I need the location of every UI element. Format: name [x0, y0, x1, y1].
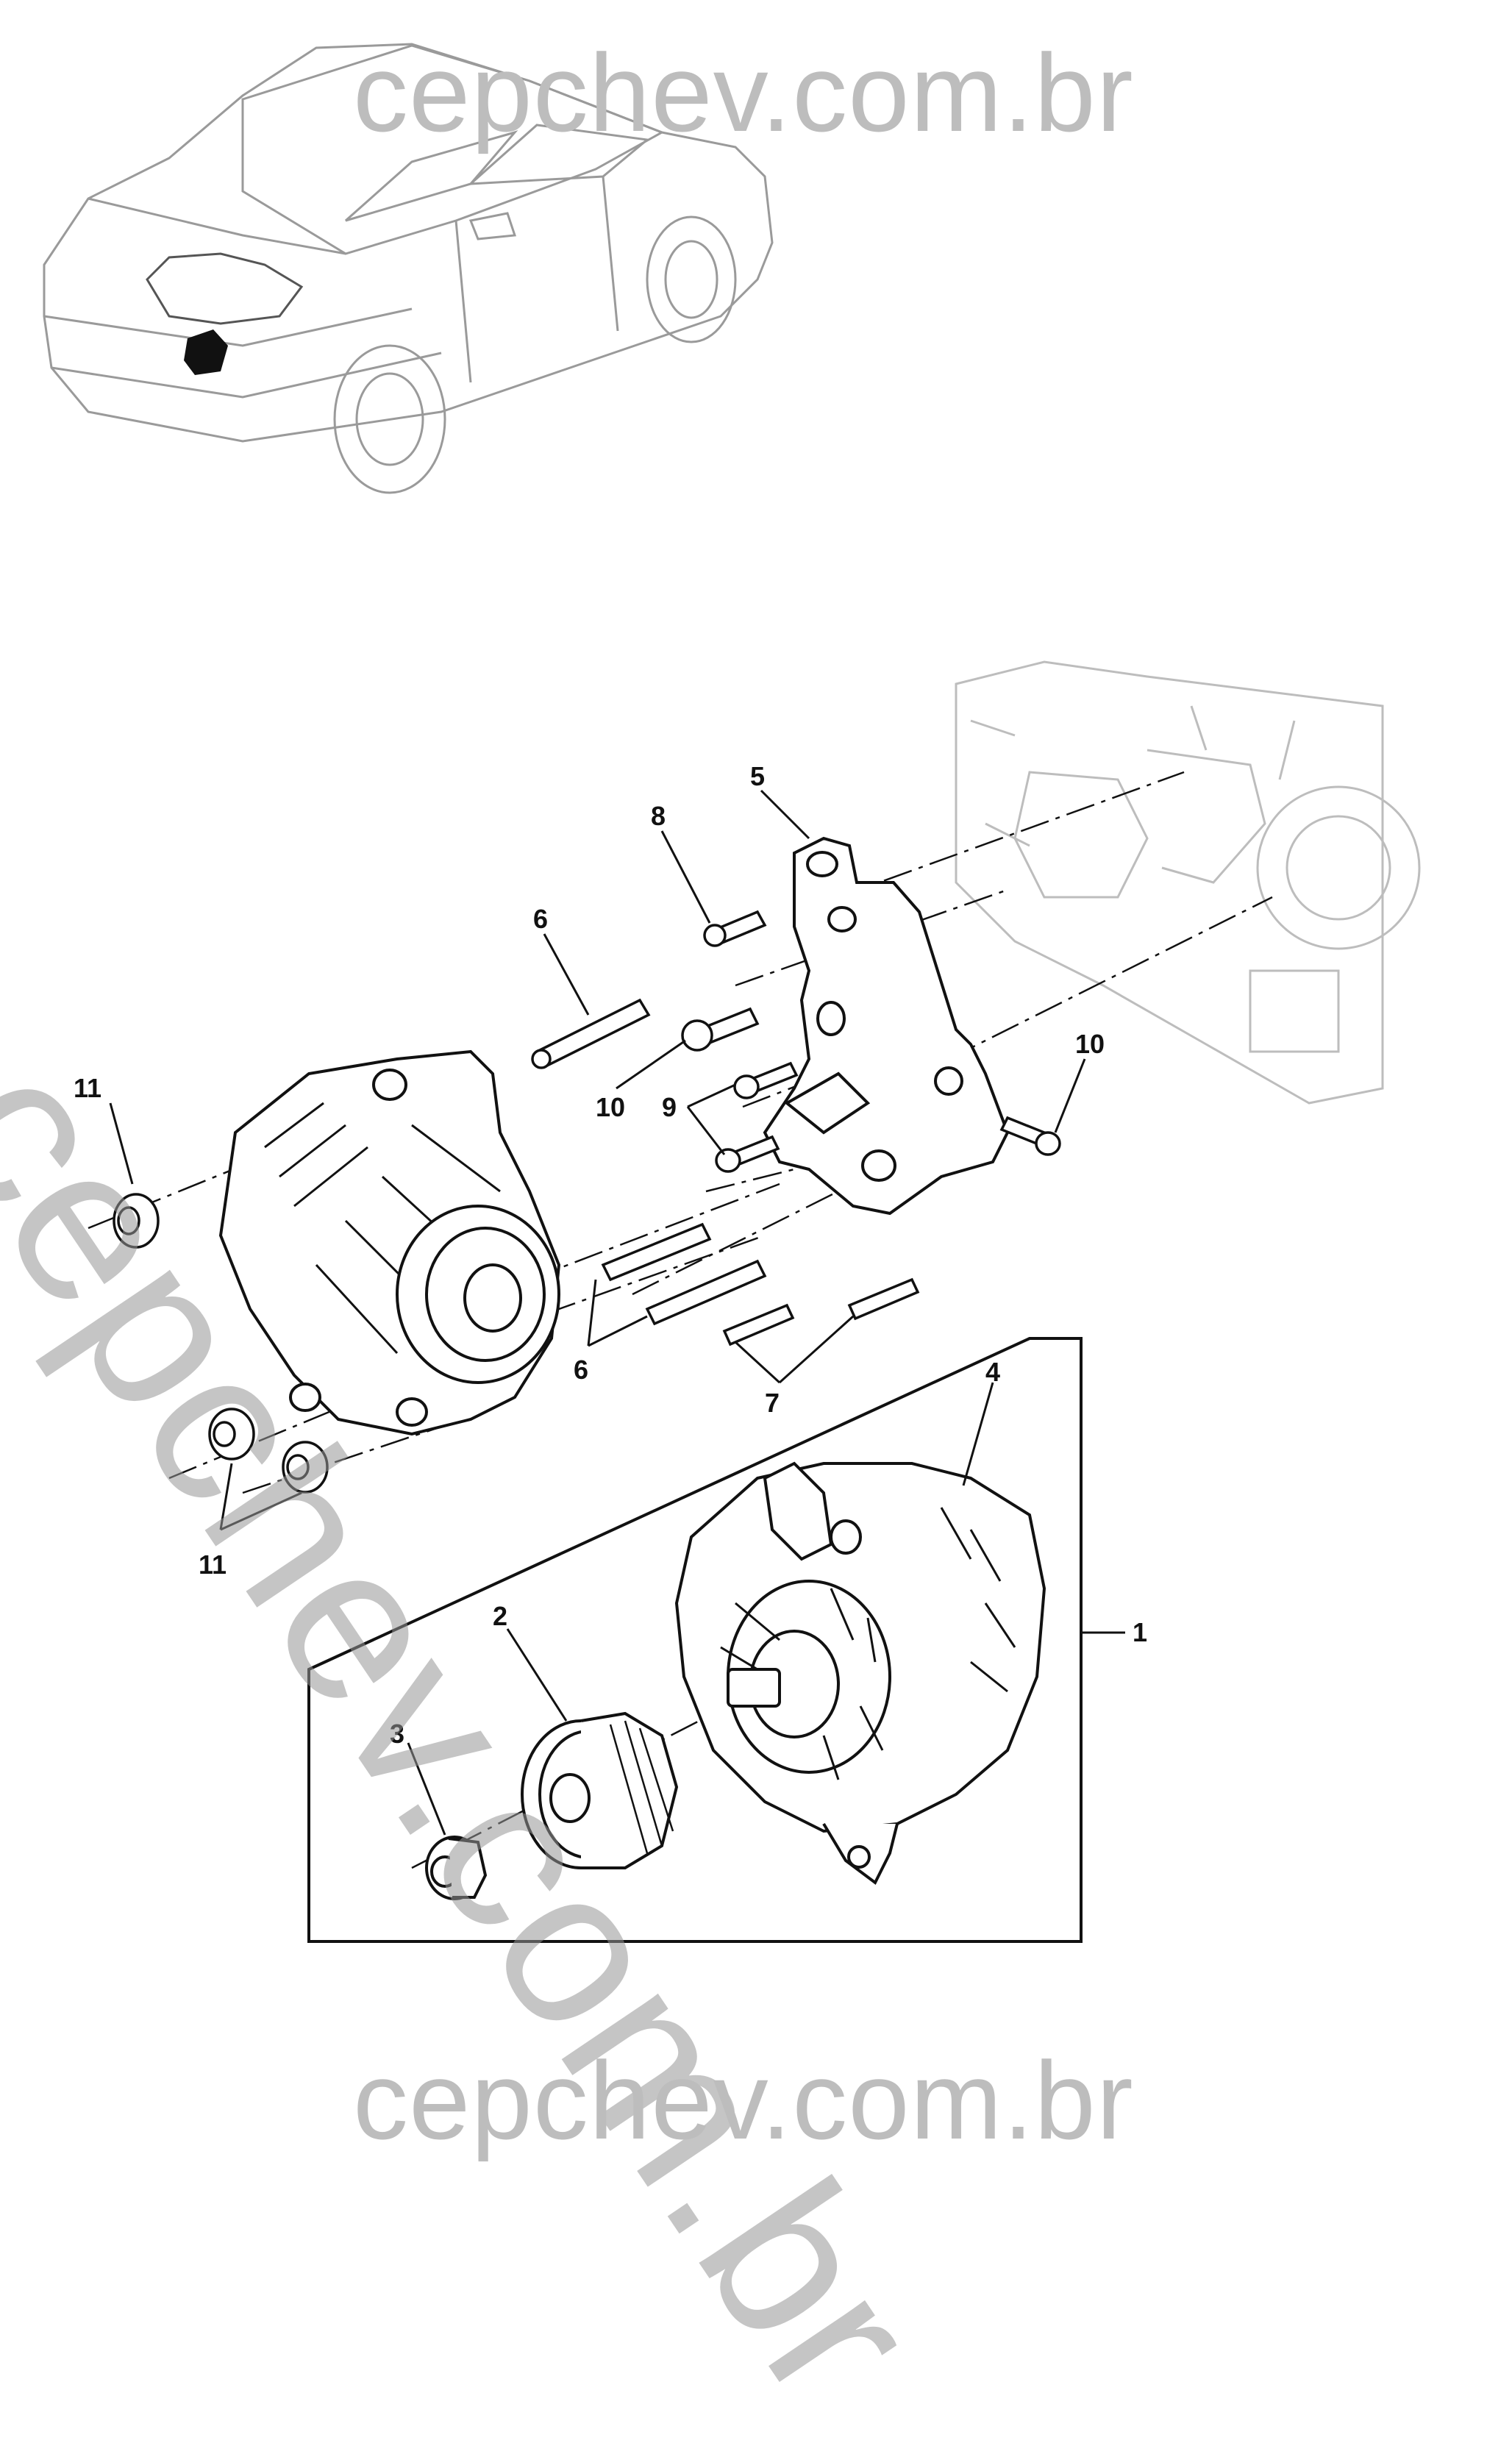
callout-7: 7	[765, 1388, 780, 1418]
alternator-installed-view	[218, 1049, 561, 1436]
bolt-8	[703, 910, 767, 947]
vehicle-locator-illustration	[43, 43, 774, 494]
callout-10-right: 10	[1075, 1029, 1105, 1059]
nut-11-upper	[113, 1193, 160, 1249]
alternator-pulley	[521, 1711, 679, 1869]
callout-labels: 1 2 3 4 5 6 6 7 8 9 10 10 11 11	[74, 761, 1147, 1749]
pulley-nut	[425, 1836, 488, 1900]
nut-11-lower-a	[208, 1408, 255, 1461]
stud-6-lower-b	[645, 1259, 767, 1326]
callout-2: 2	[493, 1601, 507, 1631]
callout-6-upper: 6	[533, 904, 548, 934]
watermark-bottom: cepchev.com.br	[353, 2039, 1134, 2162]
alternator-location-marker	[184, 329, 228, 375]
bolt-9-lower	[715, 1135, 780, 1173]
stud-7-b	[847, 1277, 920, 1321]
alternator-assembly	[674, 1461, 1046, 1886]
bolt-9-upper	[733, 1061, 799, 1099]
callout-8: 8	[651, 801, 666, 831]
leader-lines	[109, 789, 1125, 1836]
callout-5: 5	[750, 761, 765, 791]
fasteners	[113, 910, 1061, 1494]
watermark-top: cepchev.com.br	[353, 31, 1134, 154]
callout-4: 4	[985, 1357, 1000, 1387]
bolt-10-right	[999, 1116, 1061, 1156]
bolt-10-left	[681, 1007, 760, 1052]
callout-11-lower: 11	[199, 1549, 227, 1580]
callout-6-lower: 6	[574, 1355, 588, 1385]
callout-3: 3	[390, 1719, 404, 1749]
callout-9: 9	[662, 1092, 677, 1122]
stud-7-a	[722, 1303, 795, 1347]
callout-10-left: 10	[596, 1092, 625, 1122]
engine-block-illustration	[955, 660, 1421, 1105]
stud-6-lower-a	[601, 1222, 712, 1282]
nut-11-lower-b	[282, 1441, 329, 1494]
callout-11-upper: 11	[74, 1073, 101, 1103]
stud-6-upper	[531, 998, 651, 1069]
alternator-exploded-diagram: 1 2 3 4 5 6 6 7 8 9 10 10 11 11	[43, 43, 1421, 1943]
assembly-kit-outline	[307, 1337, 1083, 1943]
callout-1: 1	[1133, 1617, 1147, 1647]
mounting-bracket	[763, 836, 1010, 1216]
